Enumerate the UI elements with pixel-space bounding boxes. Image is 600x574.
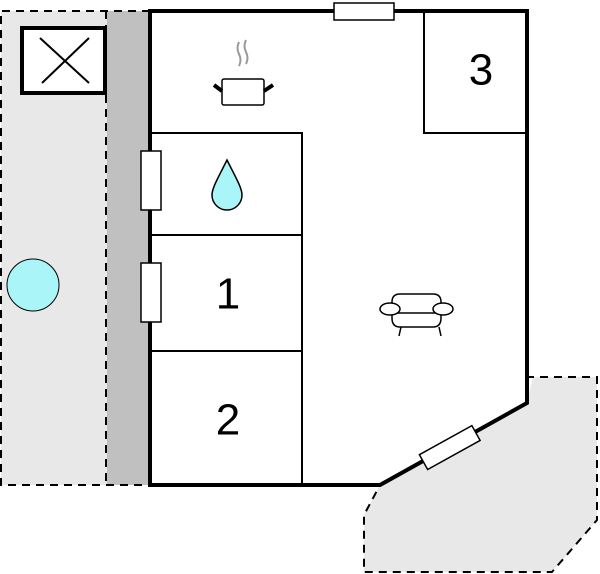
window-diagonal [418, 424, 482, 471]
room-label-1: 1 [216, 270, 240, 319]
room-label-2: 2 [216, 396, 240, 445]
cooking-pot-icon [212, 39, 275, 106]
water-drop-icon [211, 158, 243, 211]
room-label-3: 3 [469, 46, 493, 95]
bottom-right-terrace [364, 377, 597, 572]
window-bedroom-1 [140, 262, 162, 323]
interior-walls [150, 11, 527, 485]
window-top [333, 2, 395, 21]
window-bathroom [140, 150, 162, 211]
skylight-icon [20, 26, 107, 95]
armchair-icon [379, 293, 454, 337]
pool-circle-icon [6, 258, 60, 312]
